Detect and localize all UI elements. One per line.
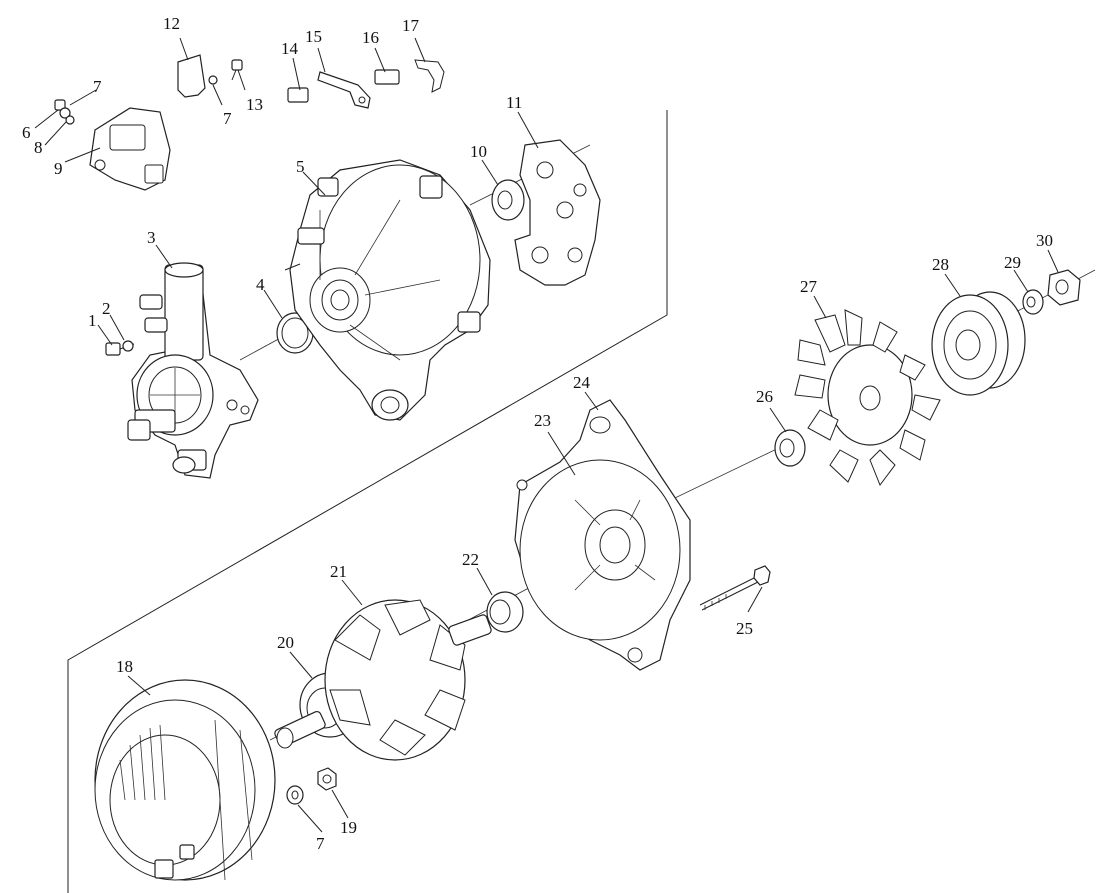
part-1-2-screw [105,340,135,356]
label-15: 15 [305,27,322,46]
part-3-rear-cover [127,262,259,479]
part-19-nut [317,767,337,791]
label-26: 26 [756,387,773,406]
part-12-bracket [177,54,206,98]
label-28: 28 [932,255,949,274]
part-10-bearing [491,179,525,221]
label-30: 30 [1036,231,1053,250]
part-18-stator [94,679,276,881]
label-27: 27 [800,277,818,296]
part-27-fan [794,309,941,487]
part-6-7-8-screw [54,99,75,125]
parts-14-17-small [287,59,445,109]
label-29: 29 [1004,253,1021,272]
label-21: 21 [330,562,347,581]
label-10: 10 [470,142,487,161]
part-11-rectifier [514,139,601,286]
label-20: 20 [277,633,294,652]
part-5-rear-housing [284,159,491,421]
label-25: 25 [736,619,753,638]
label-2: 2 [102,299,111,318]
label-23: 23 [534,411,551,430]
part-22-bearing [486,591,524,633]
part-29-washer [1022,289,1044,315]
part-13-screw [208,59,243,85]
part-26-spacer [774,429,806,467]
part-28-pulley [931,291,1026,396]
label-7-top: 7 [93,77,102,96]
part-7-washer-bottom [286,785,304,805]
part-labels: 1 2 3 4 5 6 7 8 9 10 11 12 7 13 14 15 16… [22,14,1053,853]
part-23-front-housing [514,399,691,671]
label-9: 9 [54,159,63,178]
label-18: 18 [116,657,133,676]
part-21-rotor [324,599,492,761]
part-25-bolt [699,565,771,611]
label-13: 13 [246,95,263,114]
label-22: 22 [462,550,479,569]
label-7-bottom: 7 [316,834,325,853]
label-14: 14 [281,39,299,58]
label-5: 5 [296,157,305,176]
leader-lines [34,37,1059,833]
label-4: 4 [256,275,265,294]
label-1: 1 [88,311,97,330]
label-11: 11 [506,93,522,112]
label-12: 12 [163,14,180,33]
part-30-nut [1047,269,1081,306]
label-19: 19 [340,818,357,837]
label-8: 8 [34,138,43,157]
label-6: 6 [22,123,31,142]
label-16: 16 [362,28,379,47]
part-9-regulator [89,107,171,191]
label-24: 24 [573,373,591,392]
label-17: 17 [402,16,420,35]
label-3: 3 [147,228,156,247]
assembly-frame [67,110,668,893]
label-7-regulator: 7 [223,109,232,128]
